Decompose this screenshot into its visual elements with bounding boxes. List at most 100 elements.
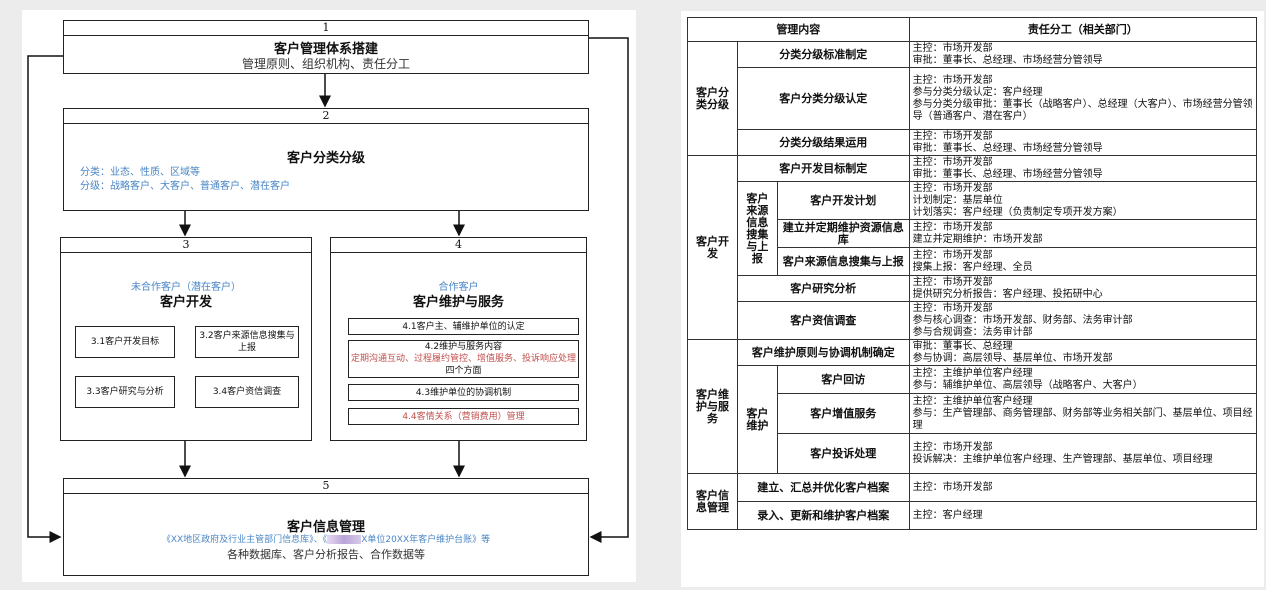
- duty-line: 主控：主维护单位客户经理: [912, 395, 1033, 407]
- duty-line: 主控：市场开发部: [912, 74, 993, 86]
- responsibility-table-panel: 管理内容 责任分工（相关部门） 客户分类分级 分类分级标准制定 主控：市场开发部…: [681, 11, 1264, 587]
- step-1-title: 客户管理体系搭建: [273, 42, 378, 57]
- item-cell: 客户分类分级认定: [736, 67, 910, 130]
- duty-line: 审批：董事长、总经理、市场经营分管领导: [912, 54, 1103, 66]
- duty-line: 主控：市场开发部: [912, 42, 993, 54]
- duty-cell: 主控：市场开发部投诉解决：主维护单位客户经理、生产管理部、基层单位、项目经理: [908, 433, 1258, 474]
- step-2-box: 2 客户分类分级 分类：业态、性质、区域等 分级：战略客户、大客户、普通客户、潜…: [63, 108, 589, 211]
- duty-line: 审批：董事长、总经理、市场经营分管领导: [912, 168, 1103, 180]
- table-row: 客户来源信息搜集与上报 客户开发计划 主控：市场开发部计划制定：基层单位计划落实…: [688, 181, 1258, 276]
- duty-cell: 主控：市场开发部提供研究分析报告：客户经理、投拓研中心: [908, 275, 1258, 302]
- item-cell: 客户维护原则与协调机制确定: [736, 339, 910, 366]
- duty-line: 主控：客户经理: [912, 509, 983, 521]
- item-cell: 客户增值服务: [776, 393, 910, 434]
- step-5-line1: 《XX地区政府及行业主管部门信息库》、《X单位20XX年客户维护台账》等: [64, 532, 588, 545]
- table-row: 客户投诉处理 主控：市场开发部投诉解决：主维护单位客户经理、生产管理部、基层单位…: [688, 433, 1258, 474]
- duty-cell: 主控：客户经理: [908, 501, 1258, 530]
- step-4-2-tail: 四个方面: [445, 366, 482, 376]
- redaction-blur: [327, 535, 362, 544]
- subgroup-source: 客户来源信息搜集与上报: [736, 181, 778, 276]
- table-row: 客户增值服务 主控：主维护单位客户经理参与：生产管理部、商务管理部、财务部等业务…: [688, 393, 1258, 434]
- duty-line: 主控：市场开发部: [912, 302, 993, 314]
- group-maintenance: 客户维护与服务: [687, 339, 738, 474]
- step-5-line1b: X单位20XX年客户维护台账》等: [361, 535, 491, 545]
- step-1-number: 1: [64, 21, 588, 36]
- table-row: 客户资信调查 主控：市场开发部参与核心调查：市场开发部、财务部、法务审计部参与合…: [688, 301, 1258, 340]
- step-4-2-title: 4.2维护与服务内容: [424, 342, 503, 352]
- duty-line: 主控：主维护单位客户经理: [912, 367, 1033, 379]
- duty-cell: 主控：市场开发部搜集上报：客户经理、全员: [908, 247, 1258, 276]
- item-cell: 分类分级结果运用: [736, 129, 910, 156]
- step-4-box: 4 合作客户 客户维护与服务 4.1客户主、辅维护单位的认定 4.2维护与服务内…: [330, 237, 587, 441]
- duty-line: 审批：董事长、总经理: [912, 340, 1013, 352]
- duty-cell: 主控：主维护单位客户经理参与：辅维护单位、高层领导（战略客户、大客户）: [908, 365, 1258, 394]
- table-row: 客户开发 客户开发目标制定 主控：市场开发部审批：董事长、总经理、市场经营分管领…: [687, 155, 1258, 340]
- step-4-4: 4.4客情关系（营销费用）管理: [348, 408, 579, 425]
- step-5-line2: 各种数据库、客户分析报告、合作数据等: [227, 548, 425, 561]
- step-1-subtitle: 管理原则、组织机构、责任分工: [241, 57, 410, 71]
- duty-line: 审批：董事长、总经理、市场经营分管领导: [912, 142, 1103, 154]
- duty-line: 主控：市场开发部: [912, 156, 993, 168]
- item-cell: 录入、更新和维护客户档案: [736, 501, 910, 530]
- flowchart-panel: 1 客户管理体系搭建 管理原则、组织机构、责任分工 2 客户分类分级 分类：业态…: [22, 10, 636, 582]
- step-3-box: 3 未合作客户（潜在客户） 客户开发 3.1客户开发目标 3.2客户来源信息搜集…: [60, 237, 312, 441]
- duty-cell: 主控：市场开发部: [908, 473, 1258, 502]
- duty-cell: 主控：主维护单位客户经理参与：生产管理部、商务管理部、财务部等业务相关部门、基层…: [908, 393, 1258, 434]
- item-cell: 客户投诉处理: [776, 433, 910, 474]
- table-header: 管理内容 责任分工（相关部门）: [687, 17, 1258, 42]
- step-2-classification: 分类：业态、性质、区域等: [80, 167, 200, 178]
- step-4-2-content: 定期沟通互动、过程履约管控、增值服务、投诉响应处理四个方面: [349, 353, 578, 377]
- step-2-title: 客户分类分级: [286, 151, 365, 166]
- table-row: 客户分类分级 分类分级标准制定 主控：市场开发部审批：董事长、总经理、市场经营分…: [687, 41, 1258, 156]
- step-3-title: 客户开发: [159, 295, 212, 310]
- duty-line: 投诉解决：主维护单位客户经理、生产管理部、基层单位、项目经理: [912, 453, 1213, 465]
- duty-cell: 主控：市场开发部建立并定期维护：市场开发部: [908, 219, 1258, 248]
- duty-cell: 主控：市场开发部审批：董事长、总经理、市场经营分管领导: [908, 41, 1258, 68]
- item-cell: 建立、汇总并优化客户档案: [736, 473, 910, 502]
- item-cell: 客户资信调查: [736, 301, 910, 340]
- duty-line: 搜集上报：客户经理、全员: [912, 261, 1033, 273]
- header-duty: 责任分工（相关部门）: [908, 17, 1258, 42]
- group-classification: 客户分类分级: [687, 41, 738, 156]
- step-1-box: 1 客户管理体系搭建 管理原则、组织机构、责任分工: [63, 20, 589, 74]
- duty-line: 参与：生产管理部、商务管理部、财务部等业务相关部门、基层单位、项目经理: [912, 407, 1253, 431]
- arrow-left-loop: [27, 55, 63, 543]
- group-development: 客户开发: [687, 155, 738, 340]
- responsibility-table: 管理内容 责任分工（相关部门） 客户分类分级 分类分级标准制定 主控：市场开发部…: [687, 17, 1258, 530]
- header-content: 管理内容: [687, 17, 910, 42]
- table-row: 分类分级结果运用 主控：市场开发部审批：董事长、总经理、市场经营分管领导: [688, 129, 1258, 156]
- table-row: 客户分类分级认定 主控：市场开发部参与分类分级认定：客户经理参与分类分级审批：董…: [688, 67, 1258, 130]
- duty-line: 主控：市场开发部: [912, 249, 993, 261]
- table-row: 客户信息管理 建立、汇总并优化客户档案 主控：市场开发部: [687, 473, 1258, 530]
- step-4-1: 4.1客户主、辅维护单位的认定: [348, 318, 579, 335]
- step-2-number: 2: [64, 109, 588, 124]
- duty-line: 计划落实：客户经理（负责制定专项开发方案）: [912, 206, 1123, 218]
- item-cell: 建立并定期维护资源信息库: [776, 219, 910, 248]
- step-5-number: 5: [64, 479, 588, 494]
- duty-line: 主控：市场开发部: [912, 441, 993, 453]
- duty-line: 参与：辅维护单位、高层领导（战略客户、大客户）: [912, 379, 1143, 391]
- step-3-number: 3: [61, 238, 311, 253]
- duty-line: 参与核心调查：市场开发部、财务部、法务审计部: [912, 314, 1133, 326]
- duty-cell: 主控：市场开发部审批：董事长、总经理、市场经营分管领导: [908, 129, 1258, 156]
- step-4-number: 4: [331, 238, 586, 253]
- duty-line: 建立并定期维护：市场开发部: [912, 233, 1043, 245]
- table-row: 客户来源信息搜集与上报 主控：市场开发部搜集上报：客户经理、全员: [688, 247, 1258, 276]
- duty-cell: 审批：董事长、总经理参与协调：高层领导、基层单位、市场开发部: [908, 339, 1258, 366]
- step-3-1: 3.1客户开发目标: [75, 326, 175, 358]
- duty-line: 主控：市场开发部: [912, 481, 993, 493]
- duty-line: 参与分类分级认定：客户经理: [912, 86, 1043, 98]
- duty-line: 参与协调：高层领导、基层单位、市场开发部: [912, 352, 1113, 364]
- duty-line: 主控：市场开发部: [912, 221, 993, 233]
- step-4-title: 客户维护与服务: [412, 295, 504, 310]
- table-row: 客户维护与服务 客户维护原则与协调机制确定 审批：董事长、总经理参与协调：高层领…: [687, 339, 1258, 474]
- flow-connectors: [27, 37, 629, 543]
- arrow-right-loop: [589, 37, 629, 543]
- step-5-title: 客户信息管理: [286, 520, 365, 535]
- duty-line: 计划制定：基层单位: [912, 194, 1003, 206]
- step-3-3: 3.3客户研究与分析: [75, 376, 175, 408]
- duty-line: 主控：市场开发部: [912, 182, 993, 194]
- duty-cell: 主控：市场开发部参与核心调查：市场开发部、财务部、法务审计部参与合规调查：法务审…: [908, 301, 1258, 340]
- table-row: 录入、更新和维护客户档案 主控：客户经理: [688, 501, 1258, 530]
- duty-cell: 主控：市场开发部计划制定：基层单位计划落实：客户经理（负责制定专项开发方案）: [908, 181, 1258, 220]
